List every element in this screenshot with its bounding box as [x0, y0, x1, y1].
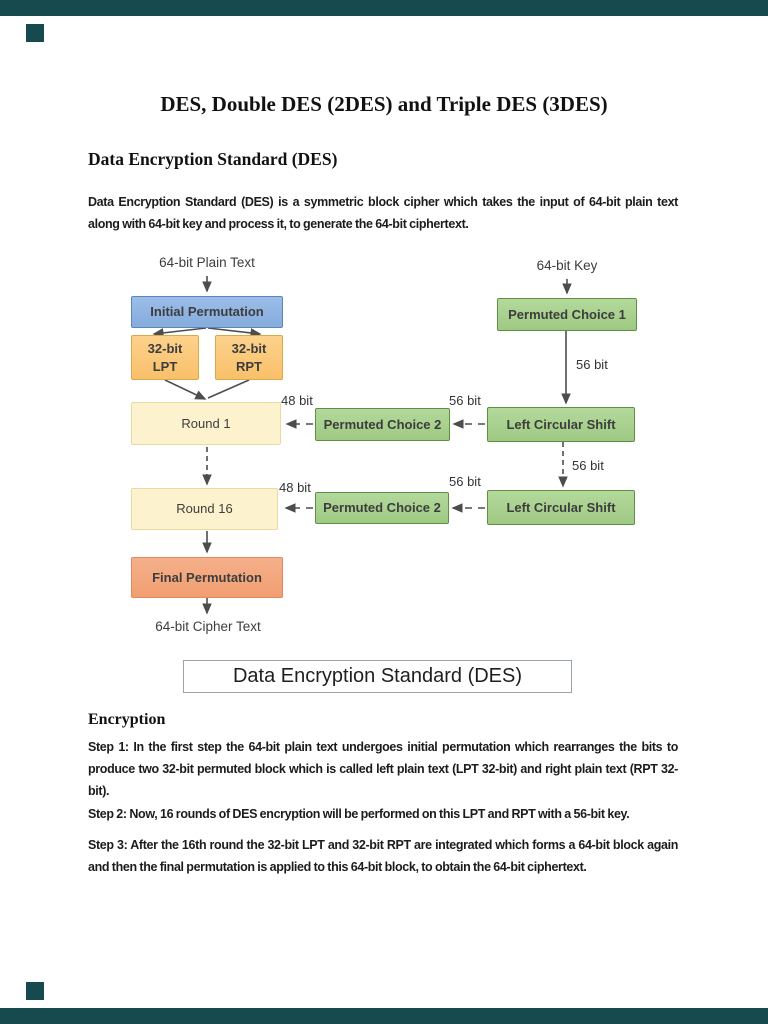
- rpt-line2: RPT: [235, 358, 262, 374]
- viewer-bottom-bar: [0, 1008, 768, 1024]
- node-permuted-choice-2-row2: Permuted Choice 2: [315, 492, 449, 524]
- step-1-label: Step 1:: [88, 740, 129, 754]
- node-left-circular-shift-row1: Left Circular Shift: [487, 407, 635, 442]
- edge-label-48bit-row1: 48 bit: [281, 393, 313, 408]
- rpt-line1: 32-bit: [231, 340, 267, 356]
- intro-paragraph: Data Encryption Standard (DES) is a symm…: [88, 191, 678, 235]
- step-2-text: Now, 16 rounds of DES encryption will be…: [126, 807, 630, 821]
- node-permuted-choice-1: Permuted Choice 1: [497, 298, 637, 331]
- step-2-paragraph: Step 2: Now, 16 rounds of DES encryption…: [88, 803, 678, 825]
- label-64bit-key: 64-bit Key: [536, 258, 598, 273]
- lpt-line2: LPT: [152, 358, 178, 374]
- label-64bit-plain-text: 64-bit Plain Text: [159, 255, 255, 270]
- diagram-caption: Data Encryption Standard (DES): [183, 660, 572, 693]
- edge-label-56bit-row2: 56 bit: [449, 474, 481, 489]
- node-32bit-rpt: 32-bit RPT: [215, 335, 283, 380]
- viewer-top-bar: [0, 0, 768, 16]
- label-64bit-cipher-text: 64-bit Cipher Text: [155, 619, 261, 634]
- intro-text: is a symmetric block cipher which takes …: [88, 195, 678, 231]
- edge-label-48bit-row2: 48 bit: [279, 480, 311, 495]
- step-3-label: Step 3:: [88, 838, 128, 852]
- viewer-bottom-left-tab: [26, 982, 44, 1000]
- node-32bit-lpt: 32-bit LPT: [131, 335, 199, 380]
- step-3-paragraph: Step 3: After the 16th round the 32-bit …: [88, 834, 678, 878]
- edge-label-56bit-mid: 56 bit: [572, 458, 604, 473]
- doc-title: DES, Double DES (2DES) and Triple DES (3…: [160, 92, 608, 116]
- node-round-16: Round 16: [131, 488, 278, 530]
- viewer-top-left-tab: [26, 24, 44, 42]
- section-heading-encryption: Encryption: [88, 711, 166, 728]
- intro-lead: Data Encryption Standard (DES): [88, 195, 274, 209]
- step-1-paragraph: Step 1: In the first step the 64-bit pla…: [88, 736, 678, 802]
- node-initial-permutation: Initial Permutation: [131, 296, 283, 328]
- step-1-text: In the first step the 64-bit plain text …: [88, 740, 678, 798]
- node-left-circular-shift-row2: Left Circular Shift: [487, 490, 635, 525]
- edge-label-56bit-pc1: 56 bit: [576, 357, 608, 372]
- node-final-permutation: Final Permutation: [131, 557, 283, 598]
- section-heading-des: Data Encryption Standard (DES): [88, 149, 338, 169]
- node-round-1: Round 1: [131, 402, 281, 445]
- lpt-line1: 32-bit: [147, 340, 183, 356]
- step-3-text: After the 16th round the 32-bit LPT and …: [88, 838, 679, 874]
- node-permuted-choice-2-row1: Permuted Choice 2: [315, 408, 450, 441]
- edge-label-56bit-row1: 56 bit: [449, 393, 481, 408]
- step-2-label: Step 2:: [88, 807, 127, 821]
